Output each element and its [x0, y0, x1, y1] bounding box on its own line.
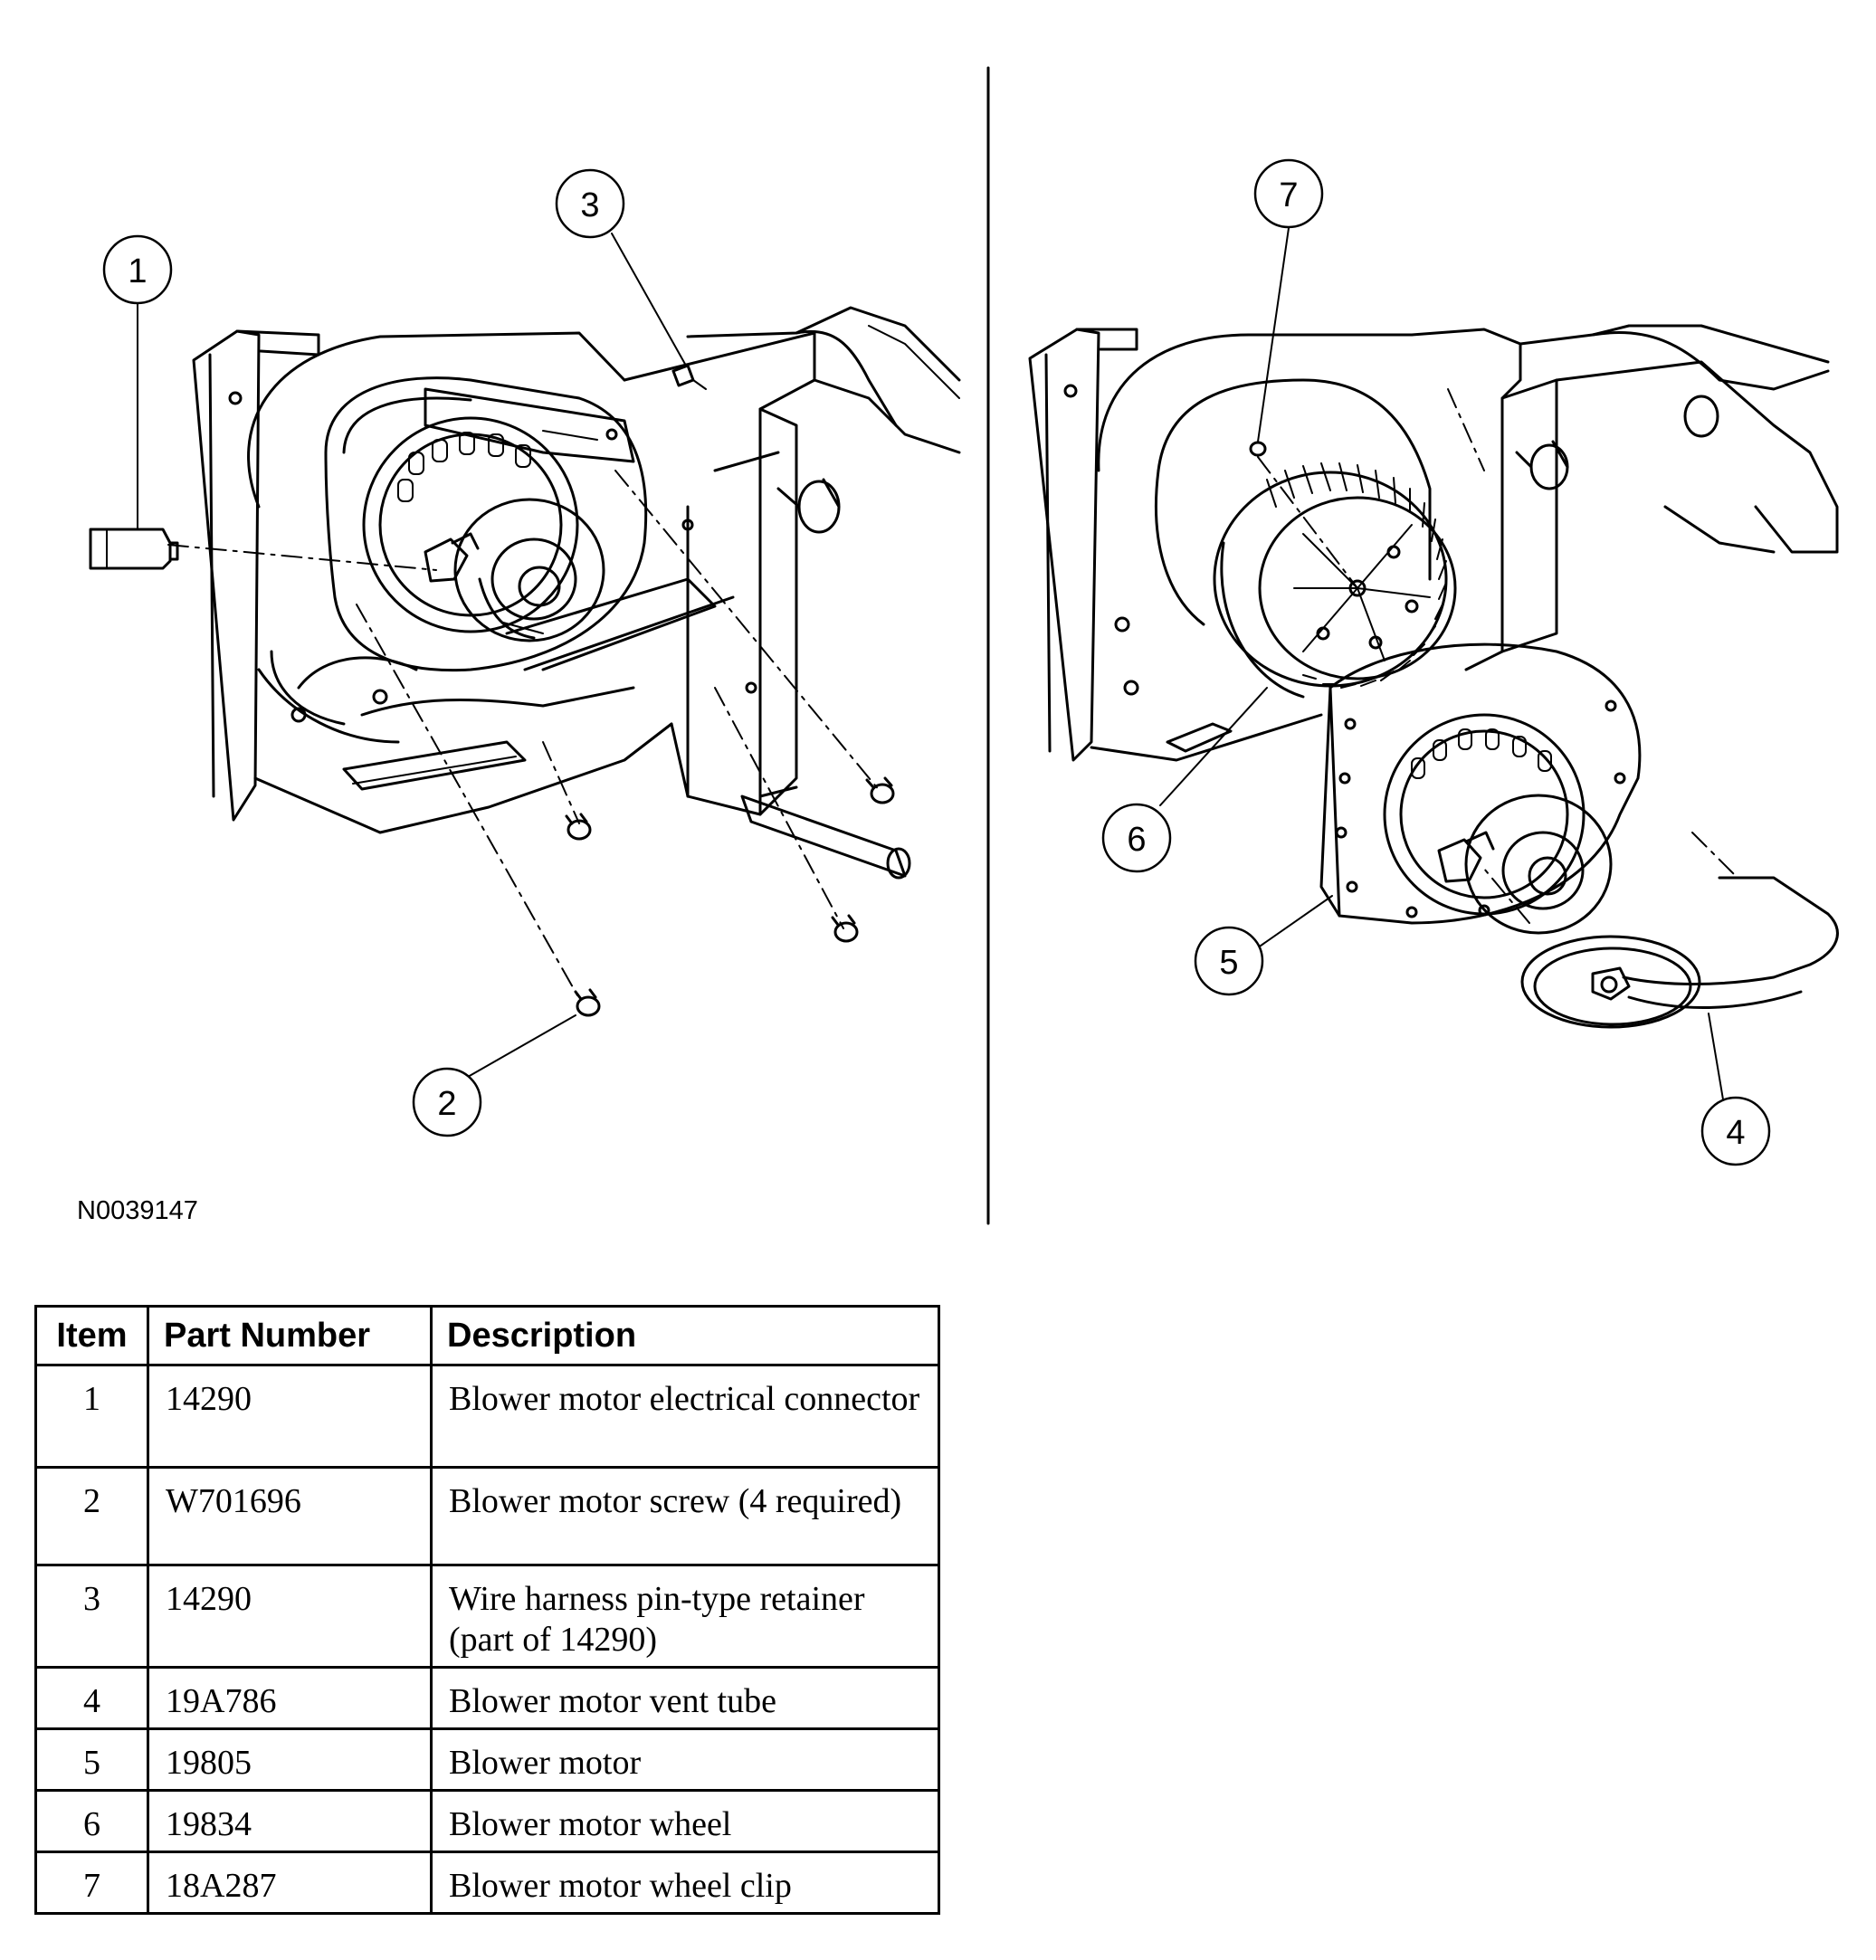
callout-label-1: 1	[128, 252, 147, 290]
table-row: 7 18A287 Blower motor wheel clip	[34, 1851, 940, 1915]
header-item: Item	[34, 1305, 149, 1366]
blower-wheel	[1213, 462, 1457, 699]
cell-part-number: 18A287	[147, 1851, 433, 1915]
table-header-row: Item Part Number Description	[34, 1305, 940, 1366]
right-leader-lines	[1257, 388, 1738, 924]
cell-part-number: W701696	[147, 1466, 433, 1566]
cell-part-number: 19A786	[147, 1666, 433, 1730]
callout-label-7: 7	[1279, 176, 1298, 214]
cell-item: 5	[34, 1727, 149, 1792]
callout-label-6: 6	[1127, 821, 1146, 859]
figure-id: N0039147	[77, 1196, 198, 1225]
cell-part-number: 19834	[147, 1789, 433, 1853]
callout-label-4: 4	[1726, 1114, 1745, 1152]
left-callout-leaders	[137, 233, 687, 1081]
blower-motor	[1319, 642, 1642, 935]
left-illustration	[89, 306, 961, 1017]
cell-item: 1	[34, 1364, 149, 1469]
callout-6	[1101, 803, 1172, 873]
cell-part-number: 14290	[147, 1564, 433, 1669]
cell-description: Blower motor screw (4 required)	[430, 1466, 940, 1566]
right-illustration	[1028, 324, 1839, 1029]
callout-label-3: 3	[580, 186, 599, 224]
callout-3	[555, 168, 625, 239]
cell-item: 3	[34, 1564, 149, 1669]
right-callout-leaders	[1159, 227, 1724, 1100]
cell-description: Blower motor wheel	[430, 1789, 940, 1853]
cell-description: Blower motor wheel clip	[430, 1851, 940, 1915]
left-leader-lines	[167, 470, 881, 996]
callout-label-2: 2	[437, 1085, 456, 1123]
cell-item: 4	[34, 1666, 149, 1730]
cell-description: Blower motor	[430, 1727, 940, 1792]
table-row: 6 19834 Blower motor wheel	[34, 1789, 940, 1853]
callout-4	[1700, 1096, 1771, 1166]
parts-table: Item Part Number Description 1 14290 Blo…	[34, 1305, 940, 1915]
table-row: 5 19805 Blower motor	[34, 1727, 940, 1792]
table-row: 2 W701696 Blower motor screw (4 required…	[34, 1466, 940, 1566]
callout-2	[412, 1067, 482, 1137]
cell-item: 2	[34, 1466, 149, 1566]
header-description: Description	[430, 1305, 940, 1366]
callout-label-5: 5	[1219, 944, 1238, 982]
callout-1	[102, 234, 173, 305]
table-row: 1 14290 Blower motor electrical connecto…	[34, 1364, 940, 1469]
cell-description: Blower motor electrical connector	[430, 1364, 940, 1469]
table-row: 3 14290 Wire harness pin-type retainer (…	[34, 1564, 940, 1669]
cell-part-number: 14290	[147, 1364, 433, 1469]
cell-description: Blower motor vent tube	[430, 1666, 940, 1730]
header-part-number: Part Number	[147, 1305, 433, 1366]
cell-part-number: 19805	[147, 1727, 433, 1792]
vent-tube	[1520, 876, 1839, 1029]
cell-description: Wire harness pin-type retainer (part of …	[430, 1564, 940, 1669]
cell-item: 7	[34, 1851, 149, 1915]
table-row: 4 19A786 Blower motor vent tube	[34, 1666, 940, 1730]
callouts	[102, 158, 1771, 1166]
callout-5	[1194, 926, 1264, 996]
cell-item: 6	[34, 1789, 149, 1853]
callout-7	[1253, 158, 1324, 229]
